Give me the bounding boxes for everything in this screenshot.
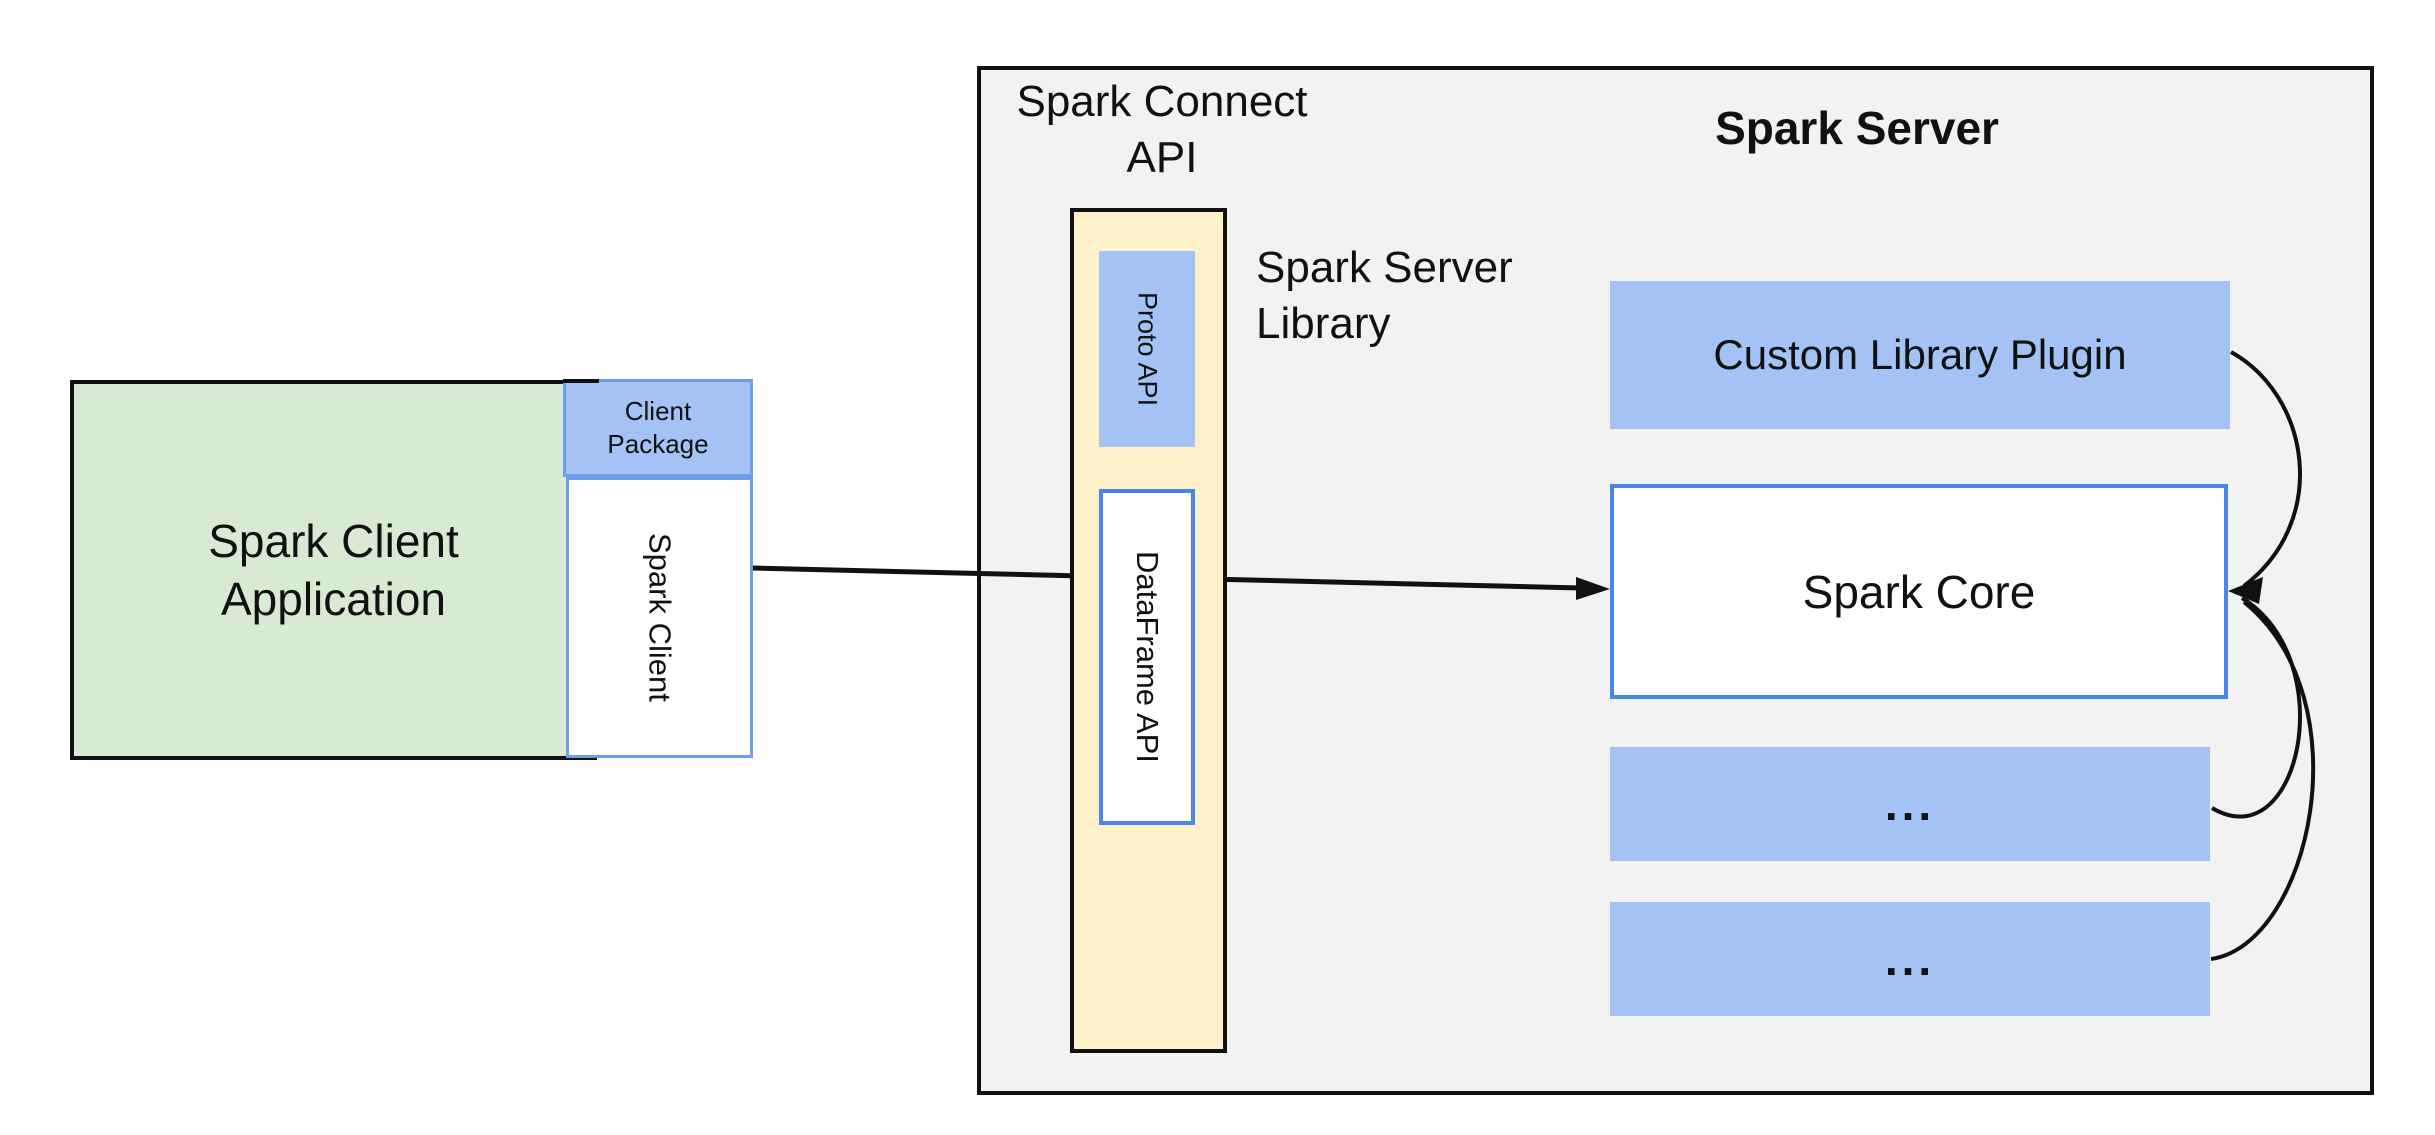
spark-server-library-line2: Library [1256,299,1391,348]
client-package-label: Client Package [607,395,708,461]
other-plugin-box-1: ... [1610,747,2210,861]
dataframe-api-label: DataFrame API [1130,551,1165,763]
custom-library-plugin-label: Custom Library Plugin [1713,331,2127,378]
spark-server-title: Spark Server [1715,102,1999,154]
spark-client-application-line2: Application [220,573,447,625]
client-package-box: Client Package [563,379,753,477]
spark-client-application-box: Spark Client Application [70,380,597,760]
proto-api-label: Proto API [1132,291,1163,407]
spark-server-library-label: Spark Server Library [1256,240,1616,352]
client-package-line1: Client [624,396,692,426]
spark-core-box: Spark Core [1610,484,2228,699]
dataframe-api-box: DataFrame API [1099,489,1195,825]
spark-connect-api-label: Spark Connect API [962,74,1362,186]
spark-client-box: Spark Client [566,477,753,758]
ellipsis-label-1: ... [1884,778,1936,830]
proto-api-box: Proto API [1099,251,1195,447]
other-plugin-box-2: ... [1610,902,2210,1016]
spark-connect-api-label-line2: API [1126,133,1198,182]
spark-server-library-line1: Spark Server [1256,243,1513,292]
spark-client-label: Spark Client [642,533,678,702]
spark-client-application-label: Spark Client Application [208,512,459,628]
client-package-line2: Package [607,429,709,459]
spark-connect-api-label-line1: Spark Connect [1016,77,1308,126]
spark-core-label: Spark Core [1802,565,2036,618]
ellipsis-label-2: ... [1884,933,1936,985]
custom-library-plugin-box: Custom Library Plugin [1610,281,2230,429]
spark-client-application-line1: Spark Client [208,515,459,567]
